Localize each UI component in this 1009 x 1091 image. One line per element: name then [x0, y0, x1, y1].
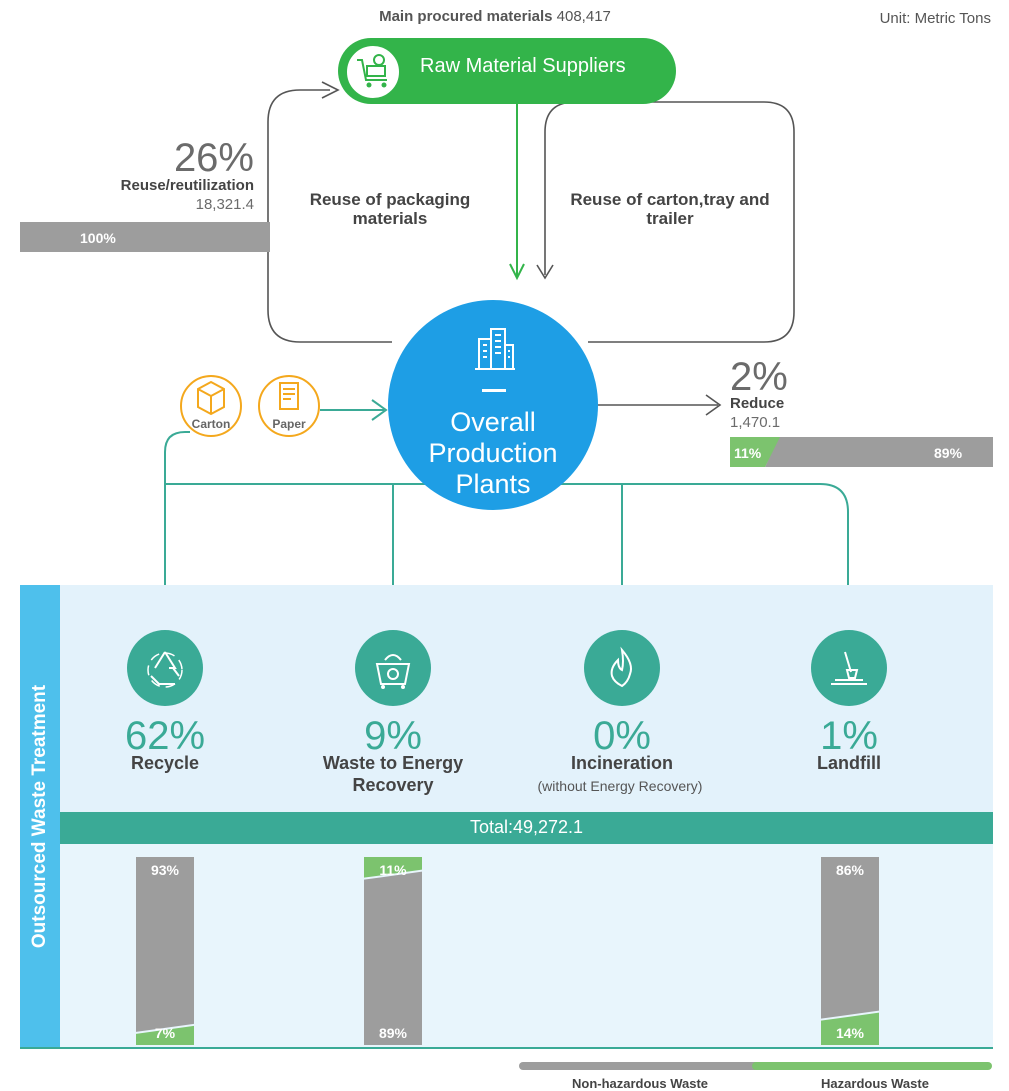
reduce-nonhazardous-label: 89% [934, 445, 963, 461]
plant-divider [482, 389, 506, 392]
carton-input-node [180, 375, 242, 437]
waste-to-energy-nonhazardous-label: 89% [378, 1025, 408, 1041]
waste-to-energy-hazardous-label: 11% [379, 862, 407, 878]
baseline [20, 1047, 993, 1049]
landfill-node [811, 630, 887, 706]
incineration-title: Incineration [570, 753, 673, 773]
waste-to-energy-title: Waste to Energy Recovery [322, 753, 464, 795]
incineration-percentage: 0% [593, 714, 651, 758]
landfill-icon [831, 651, 867, 685]
legend-nonhazardous-label: Non-hazardous Waste [571, 1076, 709, 1091]
reuse-carton-label: Reuse of carton,tray and trailer [570, 190, 770, 228]
building-icon [475, 325, 515, 373]
reuse-packaging-label: Reuse of packaging materials [309, 190, 471, 228]
landfill-title: Landfill [817, 753, 881, 773]
box-icon [197, 380, 225, 416]
recycle-percentage: 62% [124, 714, 206, 758]
landfill-nonhazardous-segment [821, 857, 879, 1019]
incineration-subtitle: (without Energy Recovery) [537, 778, 703, 794]
legend-hazardous-swatch [752, 1062, 992, 1070]
recycle-icon [147, 651, 183, 688]
flame-icon [610, 646, 632, 688]
recycle-hazardous-segment [136, 1025, 194, 1045]
incineration-node [584, 630, 660, 706]
total-label: Total:49,272.1 [469, 817, 584, 837]
landfill-breakdown-bar [821, 857, 879, 1045]
reuse-bar [20, 222, 270, 252]
supplier-label: Raw Material Suppliers [420, 55, 626, 77]
procured-value: 408,417 [556, 8, 611, 25]
recycle-title: Recycle [130, 753, 200, 773]
paper-input-node [258, 375, 320, 437]
total-band [60, 812, 993, 844]
supplier-to-plant-arrow [509, 263, 525, 281]
waste-to-energy-nonhazardous-segment [364, 871, 422, 1045]
cart-icon [345, 44, 401, 100]
reduce-title: Reduce [730, 395, 785, 412]
legend-nonhazardous-swatch [519, 1062, 759, 1070]
reuse-carton-arrow [536, 264, 554, 280]
legend-hazardous-label: Hazardous Waste [821, 1076, 929, 1091]
waste-bin-icon [375, 654, 411, 689]
procured-label: Main procured materials [379, 8, 553, 25]
procured-materials-header: Main procured materials 408,417 [330, 8, 660, 25]
waste-to-energy-percentage: 9% [364, 714, 422, 758]
plant-to-reduce-arrow [705, 394, 722, 416]
recycle-breakdown-bar [136, 857, 194, 1045]
waste-to-energy-hazardous-segment [364, 857, 422, 878]
landfill-hazardous-segment [821, 1012, 879, 1045]
paper-icon [279, 382, 299, 410]
carton-label: Carton [191, 417, 231, 431]
reuse-bar-label: 100% [80, 230, 116, 246]
recycle-node [127, 630, 203, 706]
reuse-value: 18,321.4 [195, 196, 254, 213]
reduce-percentage: 2% [730, 355, 788, 399]
recycle-hazardous-label: 7% [154, 1025, 176, 1041]
plant-label: Overall Production Plants [428, 407, 558, 499]
waste-to-energy-breakdown-bar [364, 857, 422, 1045]
reuse-packaging-loop [267, 89, 392, 343]
landfill-nonhazardous-label: 86% [835, 862, 865, 878]
unit-label: Unit: Metric Tons [879, 10, 991, 27]
overall-production-plants-node [388, 300, 598, 510]
landfill-percentage: 1% [820, 714, 878, 758]
reuse-percentage: 26% [173, 136, 254, 180]
recycle-nonhazardous-segment [136, 857, 194, 1032]
reduce-hazardous-label: 11% [734, 445, 762, 461]
reuse-carton-loop [544, 101, 795, 343]
recycle-nonhazardous-label: 93% [150, 862, 180, 878]
paper-label: Paper [272, 417, 306, 431]
waste-distribution-lines [164, 431, 849, 612]
reuse-packaging-arrow [321, 81, 340, 99]
reduce-nonhazardous-bar [765, 437, 993, 467]
inputs-to-plant-arrow [371, 399, 388, 421]
reuse-title: Reuse/reutilization [120, 177, 254, 194]
reduce-value: 1,470.1 [730, 414, 781, 431]
landfill-hazardous-label: 14% [835, 1025, 865, 1041]
waste-to-energy-node [355, 630, 431, 706]
side-band [20, 585, 60, 1048]
